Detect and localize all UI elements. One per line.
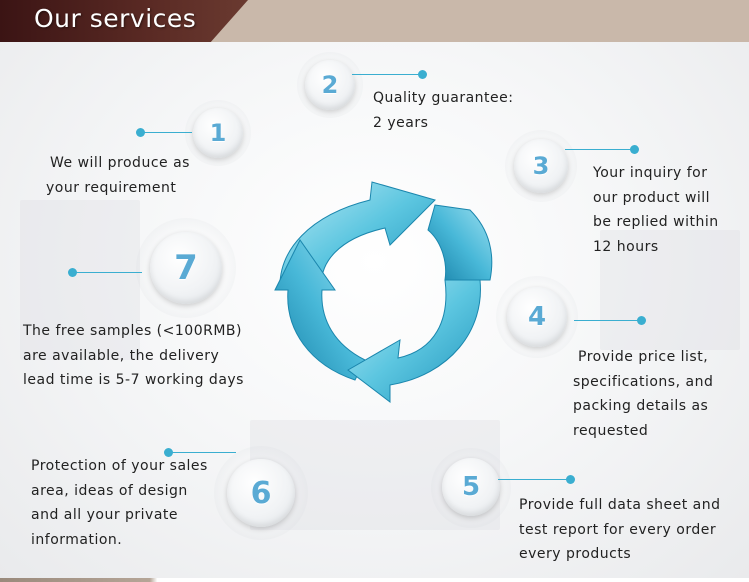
service-5-text: Provide full data sheet and test report … bbox=[519, 493, 721, 567]
service-4-line: specifications, and bbox=[573, 373, 714, 390]
service-4-badge: 4 bbox=[507, 287, 567, 347]
service-4-text: Provide price list, specifications, and … bbox=[573, 345, 713, 443]
cycle-arrow-lower bbox=[347, 279, 481, 404]
service-3-text: Your inquiry for our product will be rep… bbox=[593, 161, 719, 259]
service-2-badge: 2 bbox=[305, 60, 355, 110]
service-7-connector bbox=[76, 272, 142, 273]
service-5-line: test report for every order bbox=[519, 521, 717, 538]
footer-divider bbox=[0, 578, 749, 582]
service-4-line: requested bbox=[573, 422, 649, 439]
service-3-line: our product will bbox=[593, 189, 711, 206]
cycle-arrow-upper bbox=[279, 181, 436, 291]
service-7-number: 7 bbox=[174, 248, 198, 288]
service-2-text: Quality guarantee: 2 years bbox=[373, 86, 513, 135]
service-4-line: Provide price list, bbox=[578, 349, 709, 365]
service-4-number: 4 bbox=[527, 302, 547, 332]
header-tab bbox=[0, 0, 248, 42]
service-3-line: be replied within bbox=[593, 214, 719, 230]
service-2-line: 2 years bbox=[373, 114, 429, 131]
service-1-line: your requirement bbox=[46, 179, 177, 196]
service-6-line: information. bbox=[31, 531, 123, 548]
service-6-badge: 6 bbox=[227, 459, 295, 527]
cycle-arrow-right bbox=[427, 204, 493, 281]
service-7-line: The free samples (<100RMB) bbox=[23, 323, 242, 339]
service-3-connector bbox=[565, 149, 633, 150]
service-5-line: every products bbox=[519, 546, 632, 562]
service-4-connector bbox=[574, 320, 640, 321]
service-4-line: packing details as bbox=[573, 398, 709, 414]
service-5-dot bbox=[566, 475, 575, 484]
service-7-line: lead time is 5-7 working days bbox=[23, 372, 244, 388]
service-2-dot bbox=[418, 70, 427, 79]
background-shape bbox=[20, 200, 140, 360]
service-3-badge: 3 bbox=[514, 139, 568, 193]
service-6-line: Protection of your sales bbox=[31, 458, 208, 474]
service-2-connector bbox=[352, 74, 420, 75]
service-4-dot bbox=[637, 316, 646, 325]
service-6-connector bbox=[172, 452, 236, 453]
service-7-text: The free samples (<100RMB) are available… bbox=[23, 319, 244, 393]
service-2-line: Quality guarantee: bbox=[373, 90, 514, 106]
service-5-connector bbox=[498, 479, 568, 480]
service-3-line: Your inquiry for bbox=[593, 165, 708, 181]
service-5-badge: 5 bbox=[442, 458, 500, 516]
service-1-dot bbox=[136, 128, 145, 137]
service-3-dot bbox=[630, 145, 639, 154]
service-2-number: 2 bbox=[321, 71, 339, 99]
service-1-number: 1 bbox=[209, 119, 227, 147]
background-shape bbox=[600, 230, 740, 350]
service-3-line: 12 hours bbox=[593, 238, 659, 255]
cycle-arrows-icon bbox=[274, 181, 493, 404]
service-6-text: Protection of your sales area, ideas of … bbox=[31, 454, 208, 552]
service-6-line: and all your private bbox=[31, 507, 179, 523]
service-6-number: 6 bbox=[250, 475, 272, 511]
service-1-connector bbox=[144, 132, 192, 133]
service-1-badge: 1 bbox=[193, 108, 243, 158]
service-6-line: area, ideas of design bbox=[31, 482, 188, 499]
service-6-dot bbox=[164, 448, 173, 457]
page-title: Our services bbox=[34, 4, 197, 33]
service-5-line: Provide full data sheet and bbox=[519, 497, 721, 513]
service-7-dot bbox=[68, 268, 77, 277]
service-1-line: We will produce as bbox=[50, 155, 190, 171]
header-bar: Our services bbox=[0, 0, 749, 42]
service-7-badge: 7 bbox=[150, 232, 222, 304]
service-5-number: 5 bbox=[461, 472, 481, 502]
service-7-line: are available, the delivery bbox=[23, 347, 220, 364]
service-3-number: 3 bbox=[532, 152, 550, 180]
service-1-text: We will produce as your requirement bbox=[46, 151, 190, 200]
